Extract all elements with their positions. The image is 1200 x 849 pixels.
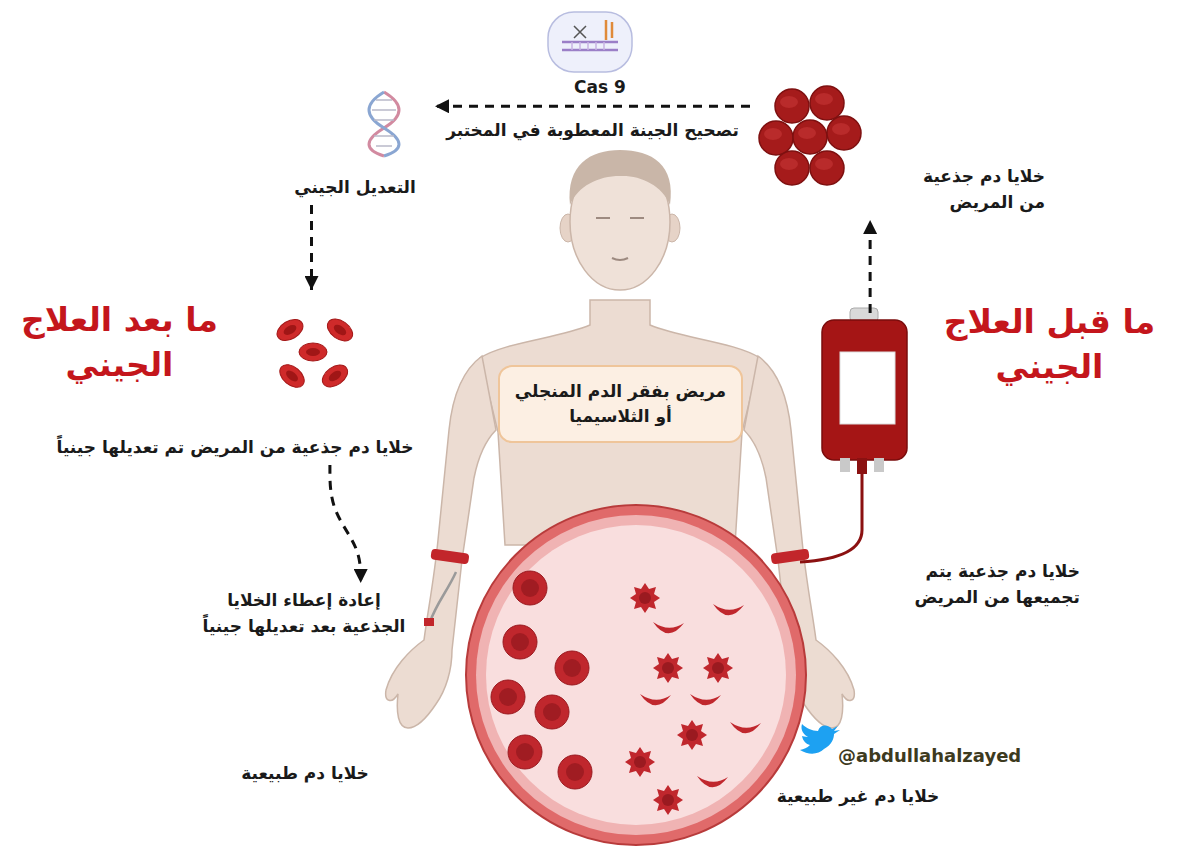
dashed-arrow [435,105,750,108]
step-group: إعادة إعطاء الخلايا الجذعية بعد تعديلها … [195,588,413,658]
bag-port [857,458,867,474]
twitter-icon [800,724,840,754]
node-text: خلايا دم جذعية من المريض [895,164,1045,215]
iv-tip [424,618,434,626]
node-text: خلايا دم جذعية يتم تجميعها من المريض [895,559,1080,610]
cas9-dna [572,42,604,50]
node-text: خلايا دم جذعية من المريض تم تعديلها جيني… [57,435,414,461]
stage-heading: ما بعد العلاج الجيني [12,298,227,387]
cas9-icon [548,12,632,72]
step-group: التعديل الجيني [280,90,430,200]
cas9-scissors [574,26,586,38]
caption-label: خلايا دم غير طبيعية [758,785,958,809]
cas9-dna [562,42,618,50]
caption-label: @abdullahalzayed [838,744,1038,767]
vessel-wall [466,505,806,845]
stage-heading: ما قبل العلاج الجيني [942,300,1157,389]
blood-bag [822,320,907,460]
bag-port [840,458,850,472]
face [596,218,644,260]
node-text: إعادة إعطاء الخلايا الجذعية بعد تعديلها … [195,588,413,639]
cas9-guide [606,20,612,40]
process-box: مريض بفقر الدم المنجلي أو الثلاسيميا [498,365,743,443]
caption-label: Cas 9 [560,76,640,98]
tourniquet [770,548,809,564]
dashed-arrow [869,220,872,313]
edge-label: تصحيح الجينة المعطوبة في المختبر [443,120,742,140]
vessel-lumen [486,525,786,825]
vessel-wall [476,515,796,835]
bag-port [874,458,884,472]
blood-tube [800,474,862,562]
dna-rungs [372,100,396,146]
dna-strand [369,92,399,156]
bag-label [840,352,895,424]
tourniquet [430,548,469,564]
iv-line [430,572,456,622]
caption-label: خلايا دم طبيعية [215,762,395,786]
dashed-arrow [330,465,361,583]
step-group: خلايا دم جذعية من المريض [755,90,1045,215]
node-text: مريض بفقر الدم المنجلي أو الثلاسيميا [510,379,731,430]
node-text: التعديل الجيني [294,175,416,201]
hair [570,150,671,205]
dna-strand [369,92,399,156]
dashed-arrow [310,205,313,290]
